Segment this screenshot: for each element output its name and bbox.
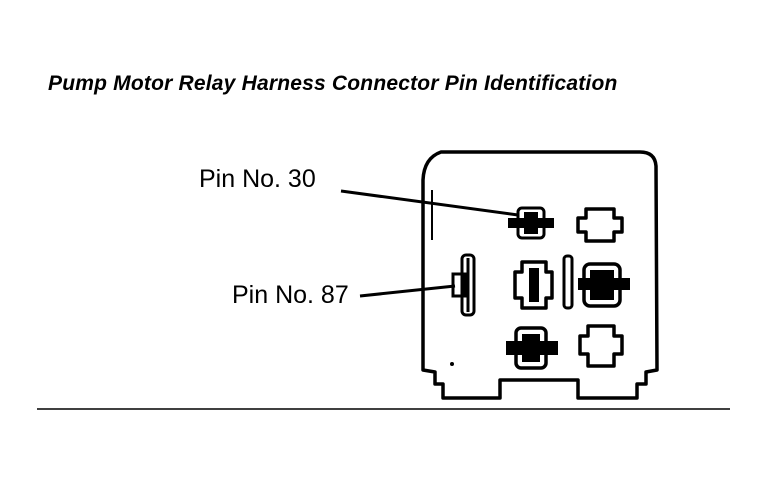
pin-87-leader-line	[359, 284, 456, 298]
terminal-vertical-blade	[562, 254, 574, 310]
pin-30-label: Pin No. 30	[199, 165, 316, 193]
terminal-top-right	[576, 207, 624, 243]
diagram-title: Pump Motor Relay Harness Connector Pin I…	[48, 72, 618, 95]
connector-housing	[421, 150, 659, 400]
terminal-bottom-left	[506, 326, 558, 370]
housing-mark	[450, 362, 454, 366]
terminal-center	[513, 260, 554, 310]
pin-30-leader-line	[340, 189, 519, 217]
terminal-bottom-right	[578, 324, 624, 368]
terminal-pin-30	[508, 206, 554, 240]
terminal-pin-87	[451, 253, 476, 317]
terminal-middle-right	[578, 262, 630, 308]
pin-87-label: Pin No. 87	[232, 281, 349, 309]
